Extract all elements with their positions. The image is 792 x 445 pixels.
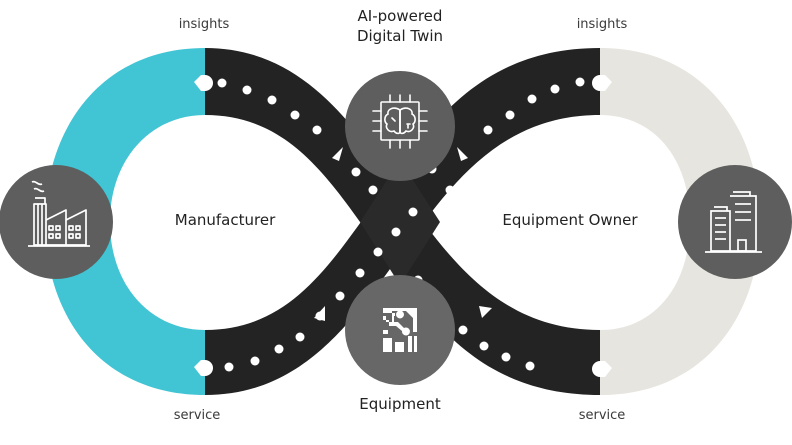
digital-twin-title-line1: AI-powered [357,7,443,25]
seam-connector-bottom-right [592,361,612,377]
factory-icon [28,180,90,247]
seam-connector-top-right [592,75,612,91]
flow-dot [445,185,455,195]
node-title-digital-twin: AI-powered Digital Twin [330,6,470,46]
flow-dot [368,185,378,195]
flow-dot [575,77,585,87]
flow-dot [290,110,300,120]
flow-arrows [314,147,492,321]
flow-dot [373,247,383,257]
flow-arrow-icon [479,306,492,318]
flow-dot [312,125,322,135]
seam-connector-top-left [194,75,213,91]
label-service-left: service [173,408,221,423]
flow-dot [295,332,305,342]
flow-arrow-icon [314,306,325,321]
flow-dot [217,78,227,88]
flow-dot [224,362,234,372]
node-equipment-owner[interactable] [678,165,792,279]
node-title-equipment: Equipment [359,395,441,413]
flow-dot [250,356,260,366]
node-manufacturer[interactable] [0,165,113,279]
owner-arc [600,48,760,395]
node-title-equipment-owner: Equipment Owner [502,211,638,229]
flow-arrow-icon [332,147,343,161]
flow-dot [355,268,365,278]
flow-dot [527,94,537,104]
manufacturer-arc [45,48,205,395]
flow-arrow-icon [457,147,468,161]
node-digital-twin[interactable] [345,71,455,181]
flow-dot [525,361,535,371]
flow-dot [391,227,401,237]
node-equipment[interactable] [345,275,455,385]
flow-dot [408,207,418,217]
crossing-center [360,160,440,285]
flow-dot [351,167,361,177]
office-building-icon [705,191,762,253]
ai-brain-chip-icon [372,94,428,149]
flow-dot [550,84,560,94]
flow-dots [217,77,585,372]
circuit-board-icon [383,308,417,352]
flow-dot [335,291,345,301]
node-title-manufacturer: Manufacturer [174,211,276,229]
seam-connector-bottom-left [194,360,213,376]
seam-connectors [194,75,612,377]
label-insights-right: insights [576,17,628,32]
flow-dot [501,352,511,362]
flow-dot [505,110,515,120]
flow-dot [458,325,468,335]
label-insights-left: insights [178,17,230,32]
flow-dot [267,95,277,105]
flow-dot [483,125,493,135]
flow-dot [242,85,252,95]
flow-dot [479,341,489,351]
digital-twin-title-line2: Digital Twin [356,27,444,45]
label-service-right: service [578,408,626,423]
flow-dot [274,344,284,354]
